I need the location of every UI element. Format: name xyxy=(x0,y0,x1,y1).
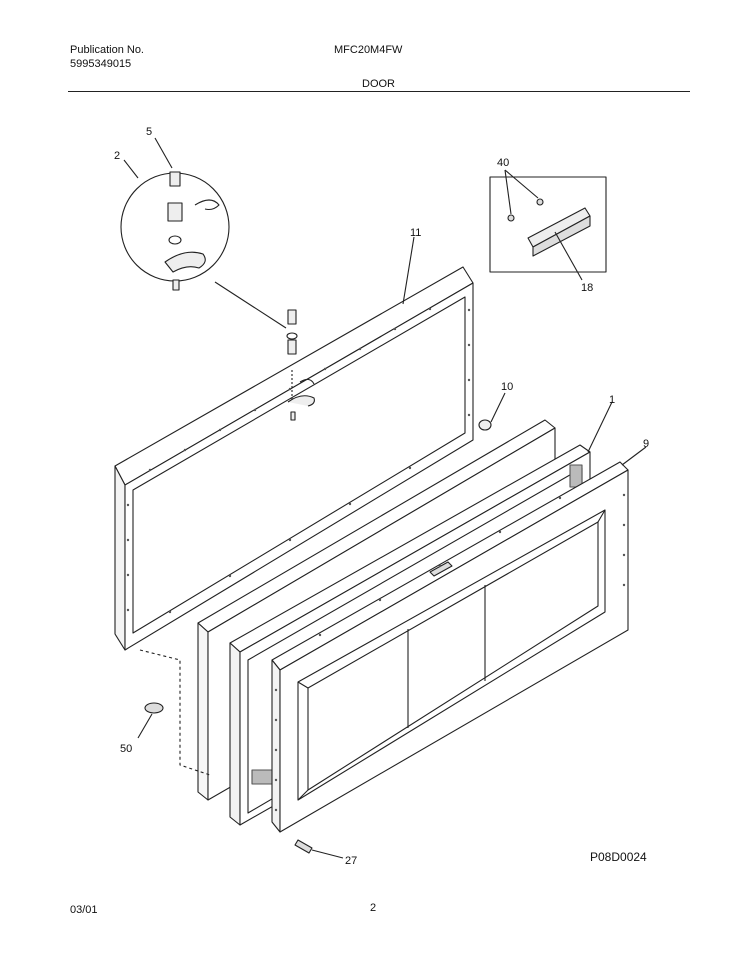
leader-lines xyxy=(123,137,647,466)
page-number: 2 xyxy=(370,902,377,914)
section-title: DOOR xyxy=(362,78,395,90)
diagram-reference-code: P08D0024 xyxy=(590,850,647,864)
door-screw-part xyxy=(294,839,344,859)
door-outer-shell xyxy=(271,461,629,833)
callout-5: 5 xyxy=(146,126,152,138)
handle-detail-box xyxy=(489,169,607,281)
callout-labels: 5 2 11 40 18 10 1 9 50 27 xyxy=(114,126,649,867)
callout-50: 50 xyxy=(120,743,132,755)
door-liner-panel xyxy=(114,266,474,651)
callout-1: 1 xyxy=(609,394,615,406)
publication-date: 03/01 xyxy=(70,904,98,916)
publication-number: 5995349015 xyxy=(70,58,132,70)
callout-11: 11 xyxy=(410,227,421,239)
callout-27: 27 xyxy=(345,855,357,867)
callout-40: 40 xyxy=(497,157,509,169)
callout-2: 2 xyxy=(114,150,120,162)
model-number: MFC20M4FW xyxy=(334,44,403,56)
callout-10: 10 xyxy=(501,381,513,393)
callout-9: 9 xyxy=(643,438,649,450)
liner-screw-holes xyxy=(126,307,471,614)
door-bumper-part xyxy=(137,649,211,776)
shell-screw-holes xyxy=(274,493,626,812)
shell-handle-recess xyxy=(429,561,453,577)
hinge-parts-on-liner xyxy=(286,309,315,421)
hinge-detail-circle xyxy=(120,171,287,329)
gasket-lower-mesh xyxy=(251,769,275,785)
publication-label: Publication No. xyxy=(70,44,144,56)
gasket-corner-mesh xyxy=(569,464,583,488)
header-rule xyxy=(68,91,690,92)
callout-18: 18 xyxy=(581,282,593,294)
door-plug-part xyxy=(478,392,506,431)
